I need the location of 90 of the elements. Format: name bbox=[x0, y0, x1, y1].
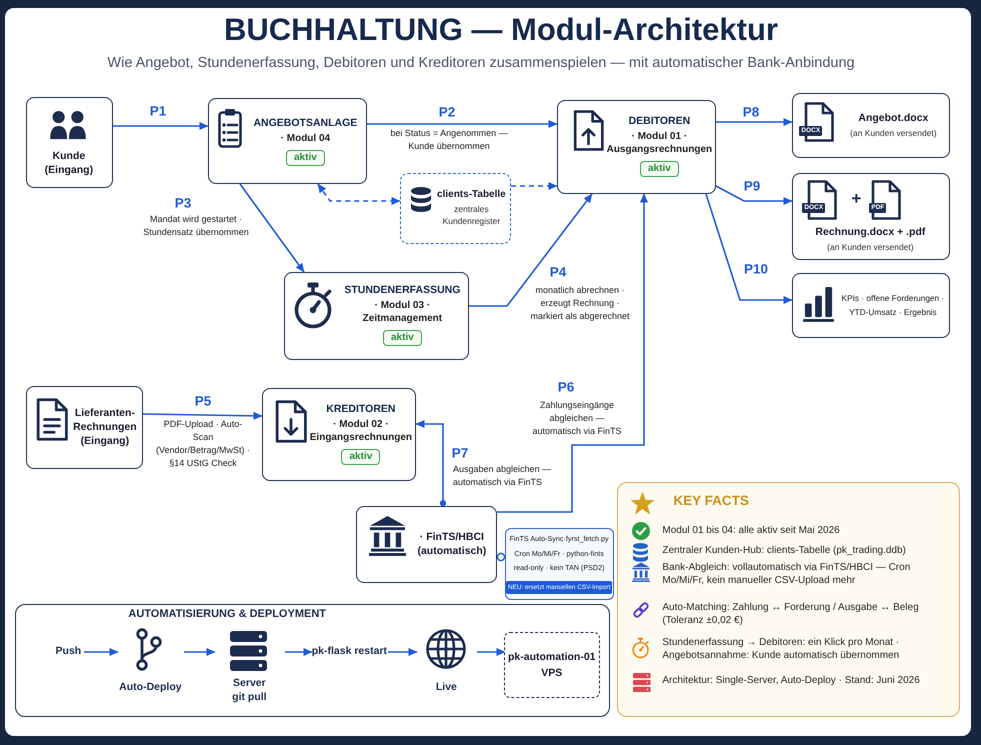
box-subtitle: · Modul 02 · Eingangsrechnungen bbox=[308, 418, 413, 444]
edge-note: Zahlungseingänge abgleichen — automatisch via FinTS bbox=[531, 399, 623, 438]
module-box bbox=[284, 272, 469, 360]
status-badge: aktiv bbox=[640, 161, 679, 178]
output-box bbox=[792, 173, 950, 260]
edge-label: P7 bbox=[452, 446, 468, 460]
output-box bbox=[792, 273, 950, 338]
dashed-arrow bbox=[511, 182, 558, 190]
edge-label: P1 bbox=[150, 104, 166, 118]
arrow bbox=[285, 648, 312, 656]
data-store-box bbox=[400, 173, 511, 244]
fact-text: Zentraler Kunden-Hub: clients-Tabelle (pk_trading.ddb) bbox=[662, 545, 907, 558]
dashed-arrow bbox=[317, 184, 400, 206]
box-heading: DEBITOREN bbox=[628, 115, 690, 128]
box-note: (an Kunden versendet) bbox=[827, 241, 914, 254]
module-box bbox=[262, 388, 416, 481]
panel-heading: KEY FACTS bbox=[673, 493, 749, 510]
arrow bbox=[716, 185, 792, 206]
fact-text: Auto-Matching: Zahlung ↔ Forderung / Ausgabe ↔ Beleg (Toleranz ±0,02 €) bbox=[662, 602, 920, 628]
arrow bbox=[705, 194, 792, 304]
fact-text: Stundenerfassung → Debitoren: ein Klick pro Monat · Angebotsannahme: Kunde automatisch übernommen bbox=[662, 637, 900, 662]
step-label: git pull bbox=[232, 691, 267, 704]
status-badge: aktiv bbox=[341, 448, 380, 465]
edge-note: bei Status = Angenommen — Kunde übernommen bbox=[389, 127, 509, 153]
box-note: zentrales Kundenregister bbox=[442, 203, 502, 228]
plus-sign: + bbox=[851, 190, 862, 208]
arrow bbox=[239, 184, 305, 272]
box-subtitle: · Modul 03 · Zeitmanagement bbox=[362, 299, 444, 326]
box-label: Lieferanten-Rechnungen (Eingang) bbox=[72, 406, 138, 448]
edge-note: Ausgaben abgleichen — automatisch via FinTS bbox=[453, 463, 552, 489]
arrow bbox=[142, 412, 262, 420]
edge-label: P4 bbox=[550, 264, 566, 280]
box-subtitle: · Modul 01 · Ausgangsrechnungen bbox=[606, 130, 714, 156]
fact-text: Modul 01 bis 04: alle aktiv seit Mai 2026 bbox=[662, 525, 841, 538]
edge-label: P2 bbox=[438, 104, 456, 120]
step-label: Push bbox=[56, 645, 82, 658]
edge-note: Mandat wird gestartet · Stundensatz übernommen bbox=[142, 213, 250, 239]
edge-note: monatlich abrechnen · erzeugt Rechnung · markiert als abgerechnet bbox=[530, 284, 630, 323]
status-badge: aktiv bbox=[382, 330, 422, 346]
fact-text: Bank-Abgleich: vollautomatisch via FinTS/HBCI — Cron Mo/Mi/Fr, kein manueller CSV-Upload mehr bbox=[662, 562, 912, 588]
arrow bbox=[388, 648, 418, 656]
edge-label: P6 bbox=[558, 380, 574, 394]
box-heading: ANGEBOTSANLAGE bbox=[253, 116, 358, 130]
box-heading: KREDITOREN bbox=[326, 402, 396, 416]
arrow bbox=[84, 648, 118, 656]
box-label: · FinTS/HBCI (automatisch) bbox=[416, 530, 488, 558]
box-label: Rechnung.docx + .pdf bbox=[815, 225, 926, 240]
connector-line bbox=[496, 552, 506, 562]
edge-label: P8 bbox=[742, 104, 760, 120]
arrow bbox=[367, 120, 558, 128]
step-label: Auto-Deploy bbox=[119, 681, 182, 694]
key-facts-panel bbox=[617, 482, 960, 717]
arrow bbox=[469, 194, 593, 307]
step-label: Live bbox=[436, 681, 457, 694]
edge-label: P3 bbox=[174, 196, 192, 210]
step-label: pk-flask restart bbox=[312, 645, 388, 658]
diagram-title: BUCHHALTUNG — Modul-Architektur bbox=[224, 12, 778, 48]
box-label: clients-Tabelle bbox=[437, 188, 506, 202]
box-label: pk-automation-01 bbox=[508, 650, 596, 664]
output-box bbox=[792, 93, 950, 158]
box-label: Angebot.docx bbox=[858, 110, 928, 125]
box-label: Kunde (Eingang) bbox=[44, 149, 94, 178]
box-label: KPIs · offene Forderungen · YTD-Umsatz · Ergebnis bbox=[840, 292, 946, 319]
edge-label: P5 bbox=[194, 394, 212, 408]
arrow bbox=[716, 118, 792, 126]
arrow bbox=[416, 420, 446, 506]
arrow bbox=[184, 648, 216, 656]
source-box bbox=[26, 97, 113, 188]
box-note: (an Kunden versendet) bbox=[850, 126, 937, 139]
step-label: Server bbox=[233, 676, 266, 690]
box-label: VPS bbox=[541, 666, 562, 680]
box-heading: STUNDENERFASSUNG bbox=[344, 284, 460, 298]
edge-label: P9 bbox=[744, 178, 760, 194]
fact-text: Architektur: Single-Server, Auto-Deploy · Stand: Juni 2026 bbox=[662, 675, 921, 688]
arrow bbox=[113, 122, 208, 130]
source-box bbox=[26, 386, 143, 469]
arrow bbox=[497, 194, 648, 513]
status-badge: aktiv bbox=[286, 150, 325, 166]
module-box bbox=[557, 100, 716, 194]
box-subtitle: · Modul 04 bbox=[280, 132, 330, 145]
note-box bbox=[505, 528, 614, 600]
host-box bbox=[504, 632, 600, 698]
deployment-panel bbox=[15, 604, 610, 717]
arrow bbox=[477, 648, 506, 656]
panel-heading: AUTOMATISIERUNG & DEPLOYMENT bbox=[128, 608, 326, 622]
edge-label: P10 bbox=[744, 262, 768, 276]
module-box bbox=[208, 98, 367, 184]
bank-box bbox=[356, 506, 497, 583]
diagram-subtitle: Wie Angebot, Stundenerfassung, Debitoren und Kreditoren zusammenspielen — mit automatischer Bank-Anbindung bbox=[107, 54, 855, 72]
edge-note: PDF-Upload · Auto-Scan (Vendor/Betrag/MwSt) · §14 UStG Check bbox=[154, 418, 252, 470]
